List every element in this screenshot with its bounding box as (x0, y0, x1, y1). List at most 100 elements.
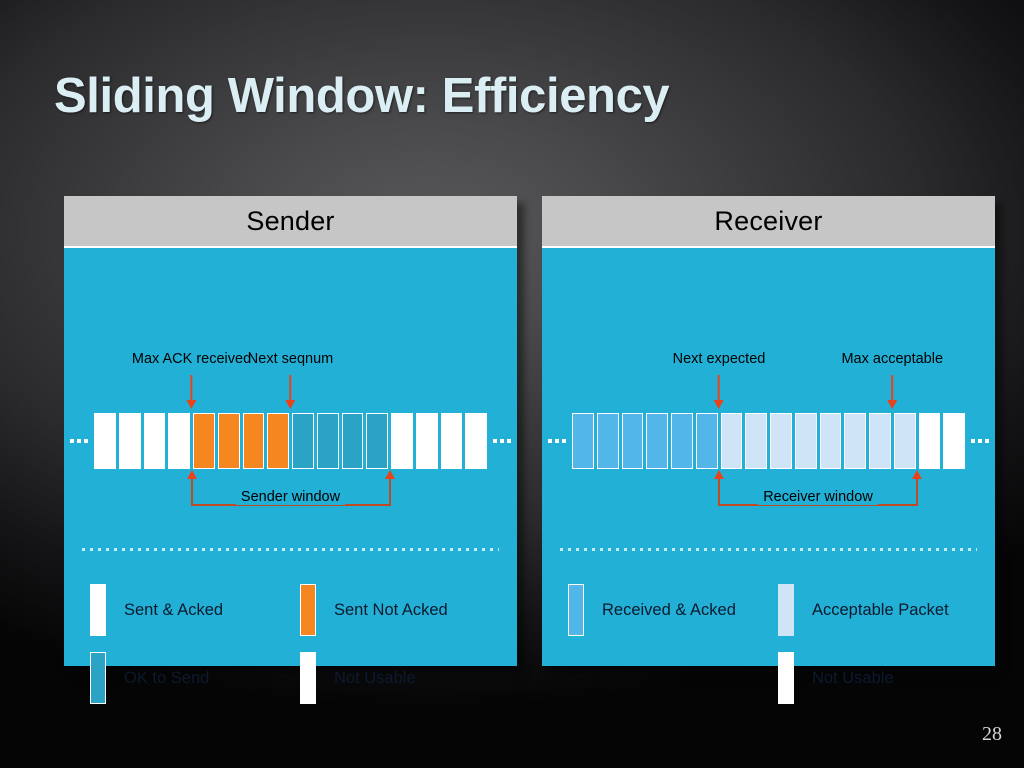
legend-label: Acceptable Packet (812, 600, 949, 619)
receiver-window-bracket: Receiver window (714, 470, 922, 506)
legend-label: Not Usable (812, 668, 894, 687)
sender-packet-cell (465, 413, 487, 469)
legend-item-not-usable: Not Usable (778, 644, 977, 712)
sender-panel-header: Sender (64, 196, 517, 248)
sender-legend: Sent & Acked Sent Not Acked OK to Send N… (90, 576, 499, 712)
receiver-packet-cell (572, 413, 594, 469)
legend-row: Not Usable (568, 644, 977, 712)
receiver-packet-cell (695, 413, 718, 469)
legend-label: Sent & Acked (124, 600, 224, 619)
sender-packet-strip (64, 413, 517, 469)
up-arrow-icon (384, 470, 395, 506)
receiver-pointer-max-acceptable: Max acceptable (841, 352, 943, 409)
legend-label: OK to Send (124, 668, 210, 687)
up-arrow-icon (186, 470, 197, 506)
receiver-packet-cells (572, 413, 965, 469)
receiver-panel-body: Next expected Max acceptable Receiver wi… (542, 248, 995, 704)
sender-pointer-max-ack-received: Max ACK received (132, 352, 251, 409)
receiver-panel: Receiver Next expected Max acceptable Re… (542, 196, 995, 704)
receiver-packet-cell (770, 413, 792, 469)
sender-pointer-next-seqnum: Next seqnum (248, 352, 333, 409)
sender-packet-cell (267, 413, 289, 469)
receiver-pointer-label: Max acceptable (841, 351, 944, 367)
ellipsis-left-icon (542, 439, 572, 443)
sender-packet-cell (94, 413, 116, 469)
receiver-packet-cell (671, 413, 693, 469)
sender-window-label: Sender window (235, 489, 346, 505)
receiver-panel-header: Receiver (542, 196, 995, 248)
ellipsis-right-icon (487, 439, 517, 443)
legend-label: Sent Not Acked (334, 600, 448, 619)
receiver-packet-cell (893, 413, 916, 469)
receiver-pointer-label: Next expected (672, 351, 766, 367)
sender-packet-cell (143, 413, 166, 469)
legend-row: Sent & Acked Sent Not Acked (90, 576, 499, 644)
receiver-packet-cell (918, 413, 941, 469)
sender-packet-cell (366, 413, 388, 469)
legend-label: Not Usable (334, 668, 416, 687)
sender-divider (82, 548, 499, 551)
receiver-packet-cell (596, 413, 619, 469)
receiver-legend: Received & Acked Acceptable Packet Not U… (568, 576, 977, 712)
receiver-window-label: Receiver window (758, 489, 878, 505)
ellipsis-right-icon (965, 439, 995, 443)
down-arrow-icon (285, 374, 296, 409)
sender-packet-cell (415, 413, 438, 469)
sender-packet-cell (217, 413, 240, 469)
receiver-packet-cell (819, 413, 842, 469)
legend-item-sent-acked: Sent & Acked (90, 576, 300, 644)
up-arrow-icon (912, 470, 922, 506)
down-arrow-icon (186, 374, 197, 409)
legend-swatch-ok-to-send (90, 652, 106, 704)
sender-panel: Sender Max ACK received Next seqnum Send… (64, 196, 517, 704)
down-arrow-icon (713, 374, 724, 409)
sender-pointer-label: Next seqnum (247, 351, 334, 367)
receiver-panel-title: Receiver (714, 205, 823, 236)
legend-swatch-acceptable-packet (778, 584, 794, 636)
sender-window-label-wrap: Sender window (192, 489, 390, 505)
sender-packet-cell (316, 413, 339, 469)
sender-packet-cell (341, 413, 364, 469)
receiver-packet-cell (745, 413, 767, 469)
legend-item-sent-not-acked: Sent Not Acked (300, 576, 499, 644)
sender-pointer-label: Max ACK received (131, 351, 252, 367)
legend-row: OK to Send Not Usable (90, 644, 499, 712)
receiver-packet-cell (646, 413, 668, 469)
receiver-window-label-wrap: Receiver window (719, 489, 917, 505)
receiver-packet-strip (542, 413, 995, 469)
legend-swatch-not-usable (300, 652, 316, 704)
receiver-packet-cell (794, 413, 817, 469)
sender-packet-cell (292, 413, 314, 469)
sender-packet-cell (168, 413, 190, 469)
legend-swatch-received-acked (568, 584, 584, 636)
legend-item-not-usable: Not Usable (300, 644, 499, 712)
receiver-packet-cell (844, 413, 866, 469)
sender-packet-cells (94, 413, 487, 469)
sender-packet-cell (440, 413, 463, 469)
sender-packet-cell (391, 413, 413, 469)
receiver-packet-cell (621, 413, 644, 469)
legend-item-acceptable-packet: Acceptable Packet (778, 576, 977, 644)
ellipsis-left-icon (64, 439, 94, 443)
sender-packet-cell (242, 413, 265, 469)
legend-item-ok-to-send: OK to Send (90, 644, 300, 712)
bracket-bar (191, 504, 390, 506)
legend-label: Received & Acked (602, 600, 736, 619)
down-arrow-icon (887, 374, 898, 409)
receiver-divider (560, 548, 977, 551)
sender-packet-cell (193, 413, 215, 469)
legend-swatch-sent-acked (90, 584, 106, 636)
sender-packet-cell (118, 413, 141, 469)
legend-item-received-acked: Received & Acked (568, 576, 778, 644)
receiver-packet-cell (943, 413, 965, 469)
page-title: Sliding Window: Efficiency (54, 69, 670, 123)
legend-swatch-sent-not-acked (300, 584, 316, 636)
bracket-bar (719, 504, 917, 506)
up-arrow-icon (714, 470, 724, 506)
receiver-pointer-next-expected: Next expected (672, 351, 766, 409)
legend-swatch-not-usable (778, 652, 794, 704)
receiver-packet-cell (720, 413, 743, 469)
sender-window-bracket: Sender window (186, 470, 395, 506)
receiver-packet-cell (869, 413, 891, 469)
page-number: 28 (982, 723, 1002, 745)
